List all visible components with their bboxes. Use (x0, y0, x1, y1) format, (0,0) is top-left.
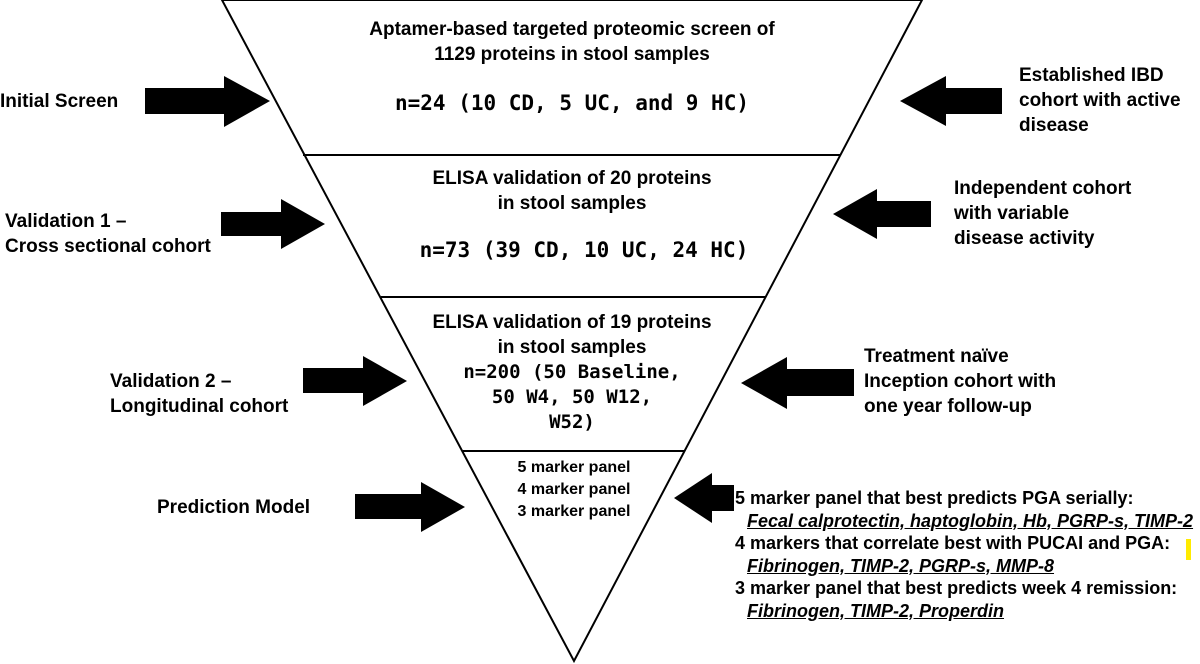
result-1-markers: Fecal calprotectin, haptoglobin, Hb, PGR… (747, 510, 1194, 531)
prediction-results: 5 marker panel that best predicts PGA se… (735, 487, 1193, 622)
result-3-markers: Fibrinogen, TIMP-2, Properdin (747, 600, 1005, 621)
arrow-right-tier-3 (303, 356, 407, 406)
arrow-left-tier-1 (900, 76, 1002, 126)
arrow-right-tier-2 (221, 199, 325, 249)
tier-2-left-label: Validation 1 – Cross sectional cohort (5, 211, 211, 257)
result-2-heading: 4 markers that correlate best with PUCAI… (735, 533, 1171, 553)
tier-2-right-label: Independent cohort with variable disease… (954, 178, 1132, 249)
tier-2-sample-size: n=73 (39 CD, 10 UC, 24 HC) (419, 238, 749, 262)
tier-1-sample-size: n=24 (10 CD, 5 UC, and 9 HC) (394, 91, 749, 115)
tier-3-right-label: Treatment naïve Inception cohort with on… (864, 346, 1057, 417)
arrow-right-tier-4 (355, 482, 465, 532)
tier-3-sample-size: n=200 (50 Baseline, 50 W4, 50 W12, W52) (463, 361, 681, 433)
tier-1-description: Aptamer-based targeted proteomic screen … (369, 19, 775, 65)
result-1-heading: 5 marker panel that best predicts PGA se… (735, 488, 1134, 508)
arrow-left-tier-3 (741, 357, 854, 409)
arrow-left-tier-2 (833, 189, 931, 239)
tier-4-marker-panels: 5 marker panel 4 marker panel 3 marker p… (517, 459, 631, 520)
tier-1-right-label: Established IBD cohort with active disea… (1019, 65, 1181, 136)
tier-2-description: ELISA validation of 20 proteins in stool… (432, 168, 712, 214)
result-2-markers: Fibrinogen, TIMP-2, PGRP-s, MMP-8 (747, 555, 1055, 576)
arrow-left-tier-4 (674, 473, 734, 523)
arrow-right-tier-1 (145, 76, 270, 127)
tier-1-left-label: Initial Screen (0, 91, 119, 112)
tier-3-description: ELISA validation of 19 proteins in stool… (432, 312, 712, 358)
highlight-mark (1186, 539, 1191, 560)
tier-4-left-label: Prediction Model (157, 497, 311, 518)
tier-3-left-label: Validation 2 – Longitudinal cohort (110, 371, 289, 417)
result-3-heading: 3 marker panel that best predicts week 4… (735, 578, 1178, 598)
funnel-triangle (220, 0, 924, 664)
